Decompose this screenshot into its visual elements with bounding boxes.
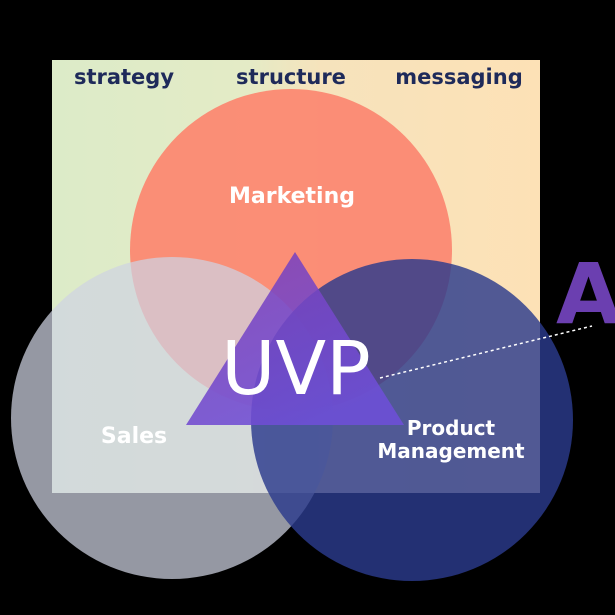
product-label-line2: Management <box>377 439 525 463</box>
uvp-triangle <box>186 252 404 425</box>
header-messaging: messaging <box>395 65 523 89</box>
sales-label: Sales <box>101 424 167 449</box>
header-strategy: strategy <box>74 65 174 89</box>
product-label-line1: Product <box>407 416 496 440</box>
header-structure: structure <box>236 65 346 89</box>
pointer-dashed-line <box>379 325 593 379</box>
side-letter: A <box>556 245 615 343</box>
marketing-label: Marketing <box>229 184 355 209</box>
uvp-label: UVP <box>221 326 370 412</box>
